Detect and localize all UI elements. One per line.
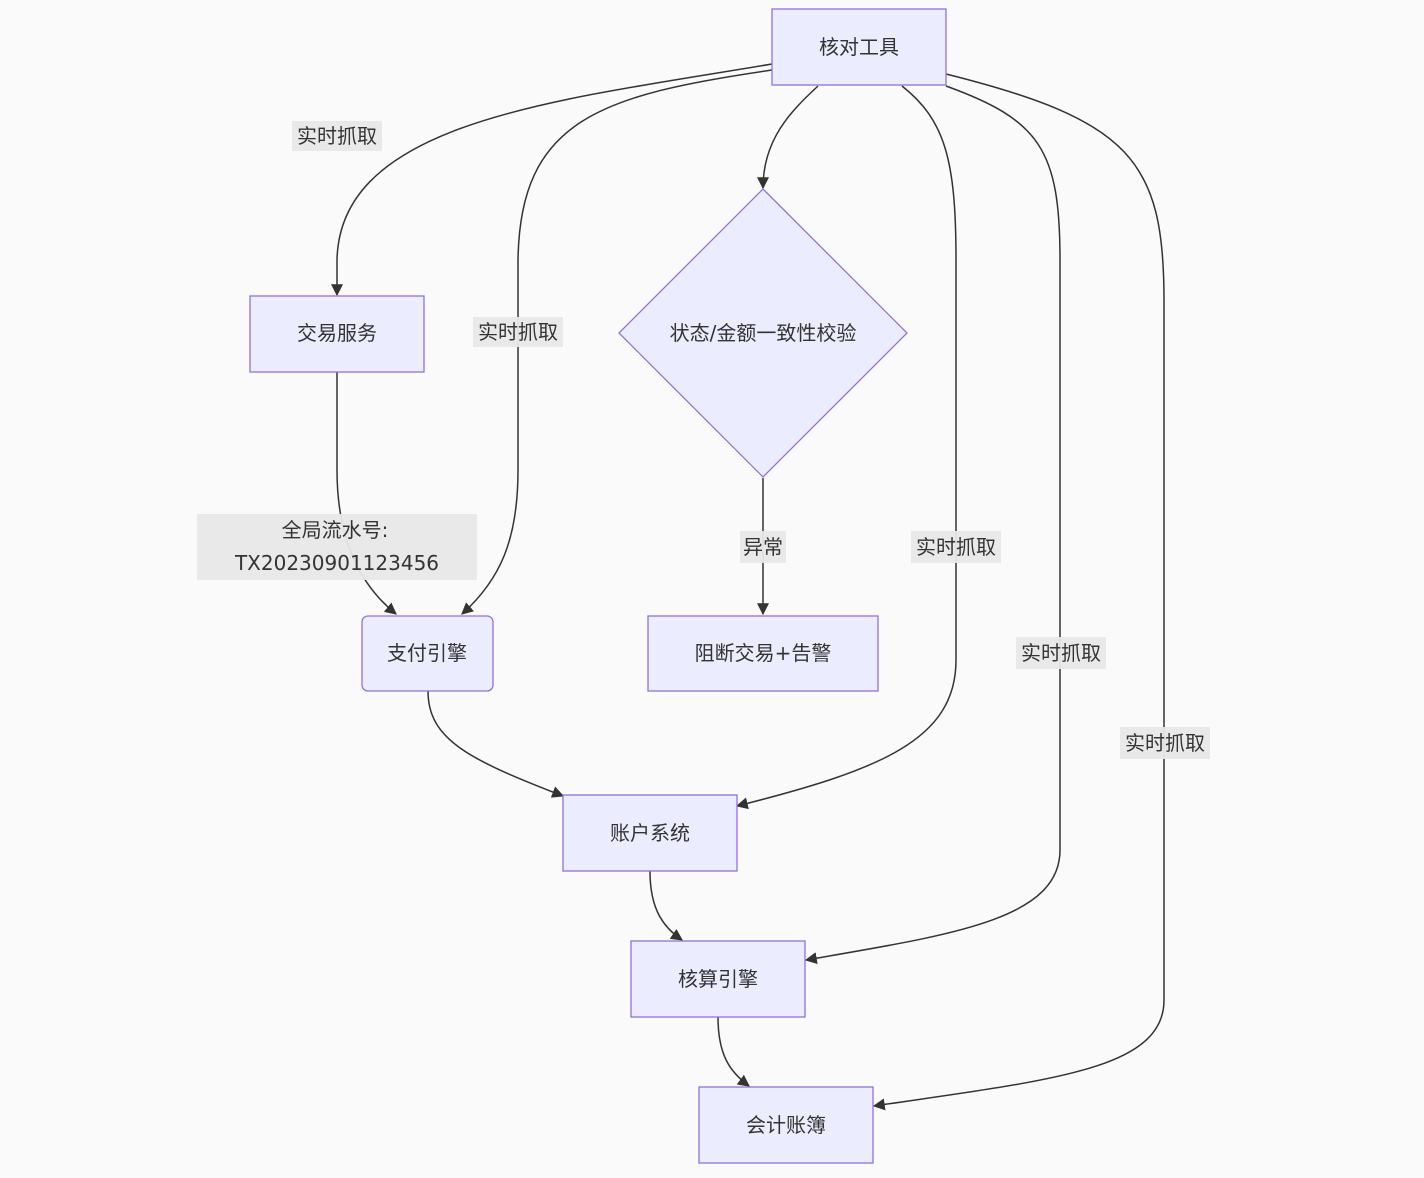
node-account: 账户系统 bbox=[562, 794, 738, 872]
node-checker: 核对工具 bbox=[771, 8, 947, 86]
edge-checker-to-trade bbox=[331, 63, 773, 297]
edge-label-serial-number: 全局流水号: TX20230901123456 bbox=[197, 514, 477, 580]
edge-calc-to-ledger bbox=[717, 1016, 750, 1087]
edge-checker-to-calc bbox=[804, 85, 1061, 965]
node-block-label: 阻断交易+告警 bbox=[695, 641, 832, 665]
node-block: 阻断交易+告警 bbox=[647, 615, 879, 692]
serial-label-line1: 全局流水号: bbox=[282, 518, 389, 542]
node-checker-label: 核对工具 bbox=[819, 35, 899, 59]
edge-checker-to-pay bbox=[461, 69, 773, 615]
edge-checker-to-validate bbox=[757, 85, 819, 190]
edge-checker-to-account bbox=[735, 85, 957, 810]
edge-label-capture-trade-text: 实时抓取 bbox=[297, 124, 377, 148]
node-validate: 状态/金额一致性校验 bbox=[618, 188, 908, 478]
node-validate-label: 状态/金额一致性校验 bbox=[670, 321, 857, 345]
edge-label-capture-trade: 实时抓取 bbox=[292, 121, 382, 151]
node-ledger: 会计账簿 bbox=[698, 1086, 874, 1164]
node-pay: 支付引擎 bbox=[361, 615, 494, 692]
edge-label-abnormal-text: 异常 bbox=[743, 535, 783, 559]
edge-label-capture-pay: 实时抓取 bbox=[473, 317, 563, 347]
serial-label-line2: TX20230901123456 bbox=[234, 551, 439, 575]
edge-label-capture-account: 实时抓取 bbox=[911, 531, 1001, 563]
node-trade: 交易服务 bbox=[249, 295, 425, 373]
node-trade-label: 交易服务 bbox=[297, 321, 377, 345]
node-calc: 核算引擎 bbox=[630, 940, 806, 1018]
edge-label-abnormal: 异常 bbox=[740, 531, 786, 563]
edge-pay-to-account bbox=[427, 690, 565, 798]
edge-account-to-calc bbox=[649, 870, 683, 941]
node-ledger-label: 会计账簿 bbox=[746, 1113, 826, 1137]
edge-label-capture-account-text: 实时抓取 bbox=[916, 535, 996, 559]
edge-label-capture-ledger: 实时抓取 bbox=[1120, 727, 1210, 759]
node-calc-label: 核算引擎 bbox=[678, 967, 758, 991]
edge-label-capture-ledger-text: 实时抓取 bbox=[1125, 731, 1205, 755]
edge-label-capture-pay-text: 实时抓取 bbox=[478, 320, 558, 344]
edge-label-capture-calc: 实时抓取 bbox=[1016, 637, 1106, 669]
edge-checker-to-ledger bbox=[872, 73, 1165, 1111]
node-account-label: 账户系统 bbox=[610, 821, 690, 845]
node-pay-label: 支付引擎 bbox=[387, 641, 467, 665]
edge-label-capture-calc-text: 实时抓取 bbox=[1021, 641, 1101, 665]
